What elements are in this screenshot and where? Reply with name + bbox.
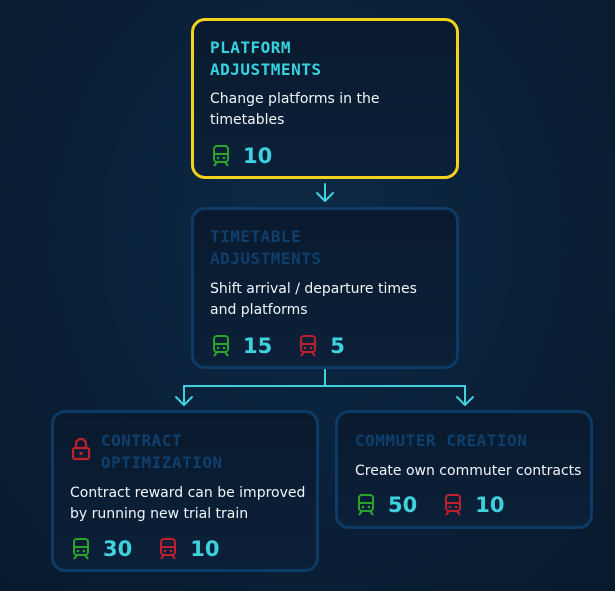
connector-arrow — [175, 385, 193, 406]
node-description: Contract reward can be improved by runni… — [70, 485, 306, 522]
node-title: COMMUTER CREATION — [355, 431, 528, 450]
green-cost-value: 50 — [388, 493, 418, 517]
red-token-cost: 5 — [296, 334, 345, 358]
node-title: PLATFORM ADJUSTMENTS — [210, 38, 322, 79]
red-train-icon — [300, 335, 317, 357]
skill-node-platform-adjustments[interactable]: PLATFORM ADJUSTMENTS Change platforms in… — [191, 18, 459, 179]
node-title: TIMETABLE ADJUSTMENTS — [210, 227, 322, 268]
skill-node-commuter-creation[interactable]: COMMUTER CREATION Create own commuter co… — [335, 410, 593, 529]
red-train-icon — [445, 494, 462, 516]
lock-icon — [70, 437, 92, 461]
connector-branch — [183, 368, 466, 387]
red-token-cost: 10 — [156, 537, 219, 561]
skill-node-contract-optimization[interactable]: CONTRACT OPTIMIZATION Contract reward ca… — [51, 410, 319, 572]
green-token-cost: 30 — [69, 537, 132, 561]
red-cost-value: 10 — [475, 493, 505, 517]
cost-list: 50 10 — [354, 493, 528, 517]
green-train-icon — [73, 538, 89, 560]
green-cost-value: 30 — [103, 537, 133, 561]
node-description: Shift arrival / departure times and plat… — [210, 281, 417, 318]
cost-list: 30 10 — [69, 537, 243, 561]
green-train-icon — [213, 335, 229, 357]
red-cost-value: 10 — [190, 537, 220, 561]
node-title: CONTRACT OPTIMIZATION — [101, 431, 223, 472]
red-cost-value: 5 — [330, 334, 345, 358]
skill-node-timetable-adjustments[interactable]: TIMETABLE ADJUSTMENTS Shift arrival / de… — [191, 207, 459, 369]
green-train-icon — [358, 494, 374, 516]
connector-arrow — [456, 385, 474, 406]
connector-arrow — [316, 183, 334, 202]
cost-list: 15 5 — [209, 334, 369, 358]
green-cost-value: 10 — [243, 144, 273, 168]
red-token-cost: 10 — [441, 493, 504, 517]
node-description: Create own commuter contracts — [355, 463, 582, 479]
green-token-cost: 15 — [209, 334, 272, 358]
green-train-icon — [213, 145, 229, 167]
green-token-cost: 50 — [354, 493, 417, 517]
red-train-icon — [160, 538, 177, 560]
green-token-cost: 10 — [209, 144, 272, 168]
node-description: Change platforms in the timetables — [210, 91, 380, 128]
cost-list: 10 — [209, 144, 296, 168]
green-cost-value: 15 — [243, 334, 273, 358]
